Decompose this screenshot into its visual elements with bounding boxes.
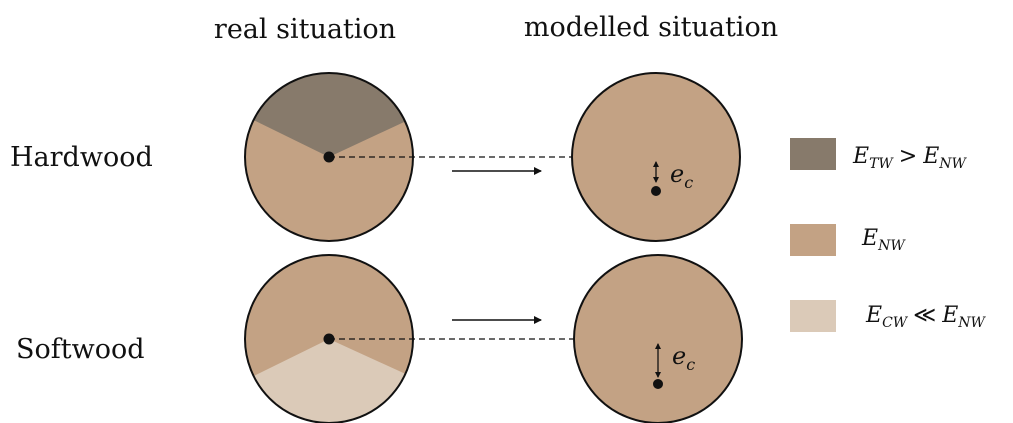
softwood-modelled-circle [573,254,743,423]
hardwood-eccentricity-label: ec [670,160,693,192]
row-label-hardwood: Hardwood [10,142,153,173]
hardwood-modelled-cross-section: ec [571,72,741,242]
softwood-centroid-dot [653,379,663,389]
header-real-situation: real situation [214,14,396,45]
softwood-eccentricity-label: ec [672,342,695,374]
hardwood-tension-wood-sector [253,72,406,157]
legend-swatch-normal-wood [790,224,836,256]
hardwood-centroid-dot [651,186,661,196]
hardwood-modelled-circle [571,72,741,242]
legend-label-compression-wood: ECW≪ENW [865,303,987,331]
legend-label-normal-wood: ENW [861,226,906,254]
legend-swatch-tension-wood [790,138,836,170]
legend-label-tension-wood: ETW>ENW [852,144,968,172]
header-modelled-situation: modelled situation [524,12,778,43]
legend-swatch-compression-wood [790,300,836,332]
row-label-softwood: Softwood [16,334,145,365]
softwood-modelled-cross-section: ec [573,254,743,423]
softwood-compression-wood-sector [253,339,406,423]
legend: ETW>ENW ENW ECW≪ENW [790,138,987,332]
